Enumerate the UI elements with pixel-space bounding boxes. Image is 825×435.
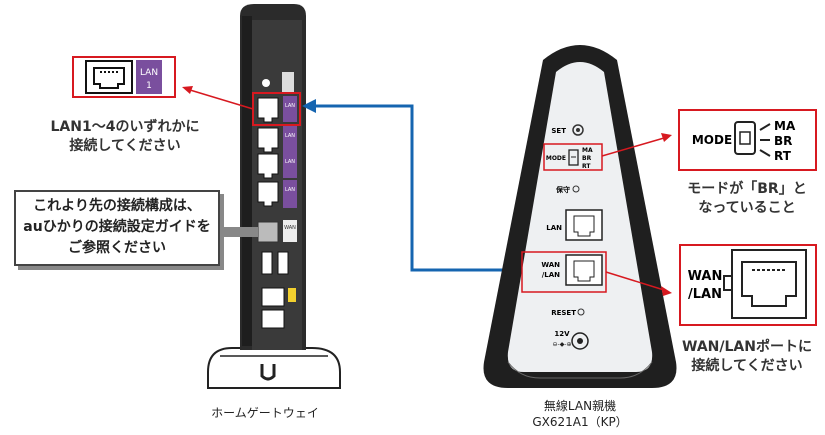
router-maintenance-label: 保守: [555, 185, 570, 194]
router-power-label: 12V: [554, 330, 570, 338]
svg-text:LAN: LAN: [285, 159, 295, 165]
callout-line-3: ご参照ください: [68, 240, 166, 256]
router-reset-label: RESET: [551, 309, 576, 317]
svg-text:LAN: LAN: [285, 187, 295, 193]
lan-instruction-line-1: LAN1～4のいずれかに: [50, 119, 200, 135]
zoom-mode-rt: RT: [774, 149, 792, 163]
router-wan-lan-port: [521, 251, 607, 293]
gateway-name: ホームゲートウェイ: [211, 406, 319, 420]
zoom-mode-switch: [678, 109, 817, 171]
zoom-lan-label-1: LAN: [140, 68, 158, 78]
gateway-port-lan2: [257, 126, 297, 153]
router-name-line-1: 無線LAN親機: [543, 399, 617, 413]
zoom-lan-label-2: 1: [146, 81, 152, 91]
router-mode-label: MODE: [546, 155, 566, 162]
router-maintenance-button: [572, 185, 580, 193]
zoom-lan-port: [72, 56, 176, 98]
router-name-line-2: GX621A1（KP）: [532, 415, 628, 429]
mode-instruction: モードが「BR」と なっていること: [672, 180, 822, 218]
router-lan-port: [565, 209, 603, 241]
gateway-port-lan4: [257, 180, 297, 208]
zoom-mode-ma: MA: [774, 119, 796, 133]
router-mode-rt: RT: [582, 163, 591, 170]
router-lan-sub-label: /LAN: [542, 271, 560, 279]
router-name: 無線LAN親機 GX621A1（KP）: [500, 398, 660, 430]
mode-instruction-line-2: なっていること: [698, 200, 796, 216]
zoom-wan-lan-port: [679, 244, 817, 326]
router-mode-switch: [568, 149, 579, 166]
red-arrow-lan: [189, 89, 254, 110]
zoom-mode-br: BR: [774, 134, 792, 148]
wan-instruction-line-1: WAN/LANポートに: [682, 339, 812, 355]
wan-instruction: WAN/LANポートに 接続してください: [672, 338, 822, 376]
router-set-label: SET: [551, 127, 566, 135]
callout-line-1: これより先の接続構成は、: [33, 198, 201, 214]
router-lan-label: LAN: [546, 224, 562, 232]
gateway-usb-1: [261, 251, 273, 275]
gateway-port-lan3: [257, 152, 297, 179]
svg-text:LAN: LAN: [285, 103, 295, 109]
gateway-stand: [207, 347, 341, 389]
gateway-tel-port-2: [261, 309, 285, 329]
router-power-jack: [571, 332, 589, 350]
lan-instruction: LAN1～4のいずれかに 接続してください: [30, 118, 220, 156]
callout-line-2: auひかりの接続設定ガイドを: [23, 219, 211, 235]
red-arrow-wan: [605, 271, 665, 291]
wan-instruction-line-2: 接続してください: [691, 358, 803, 374]
wan-cable: [216, 221, 279, 243]
svg-text:WAN: WAN: [284, 225, 296, 231]
gateway-tel-port-1: [261, 287, 285, 307]
zoom-lan-sub-label: /LAN: [688, 287, 722, 302]
router-wan-label: WAN: [541, 261, 560, 269]
router-mode-highlight: [543, 143, 603, 171]
red-arrow-mode: [601, 137, 665, 157]
blue-connection-arrow: [302, 99, 528, 277]
mode-instruction-line-1: モードが「BR」と: [687, 181, 807, 197]
zoom-mode-label: MODE: [692, 133, 732, 147]
router-mode-br: BR: [582, 155, 592, 162]
gateway-usb-2: [277, 251, 289, 275]
router-reset-button: [577, 308, 585, 316]
svg-text:LAN: LAN: [285, 133, 295, 139]
callout-note: これより先の接続構成は、 auひかりの接続設定ガイドを ご参照ください: [14, 190, 220, 266]
router-set-button: [572, 124, 584, 136]
router-mode-ma: MA: [582, 147, 593, 154]
zoom-wan-label: WAN: [688, 269, 723, 284]
svg-text:⊖-◆-⊕: ⊖-◆-⊕: [553, 341, 572, 348]
lan-instruction-line-2: 接続してください: [69, 138, 181, 154]
gateway-port-lan1: [257, 96, 297, 123]
